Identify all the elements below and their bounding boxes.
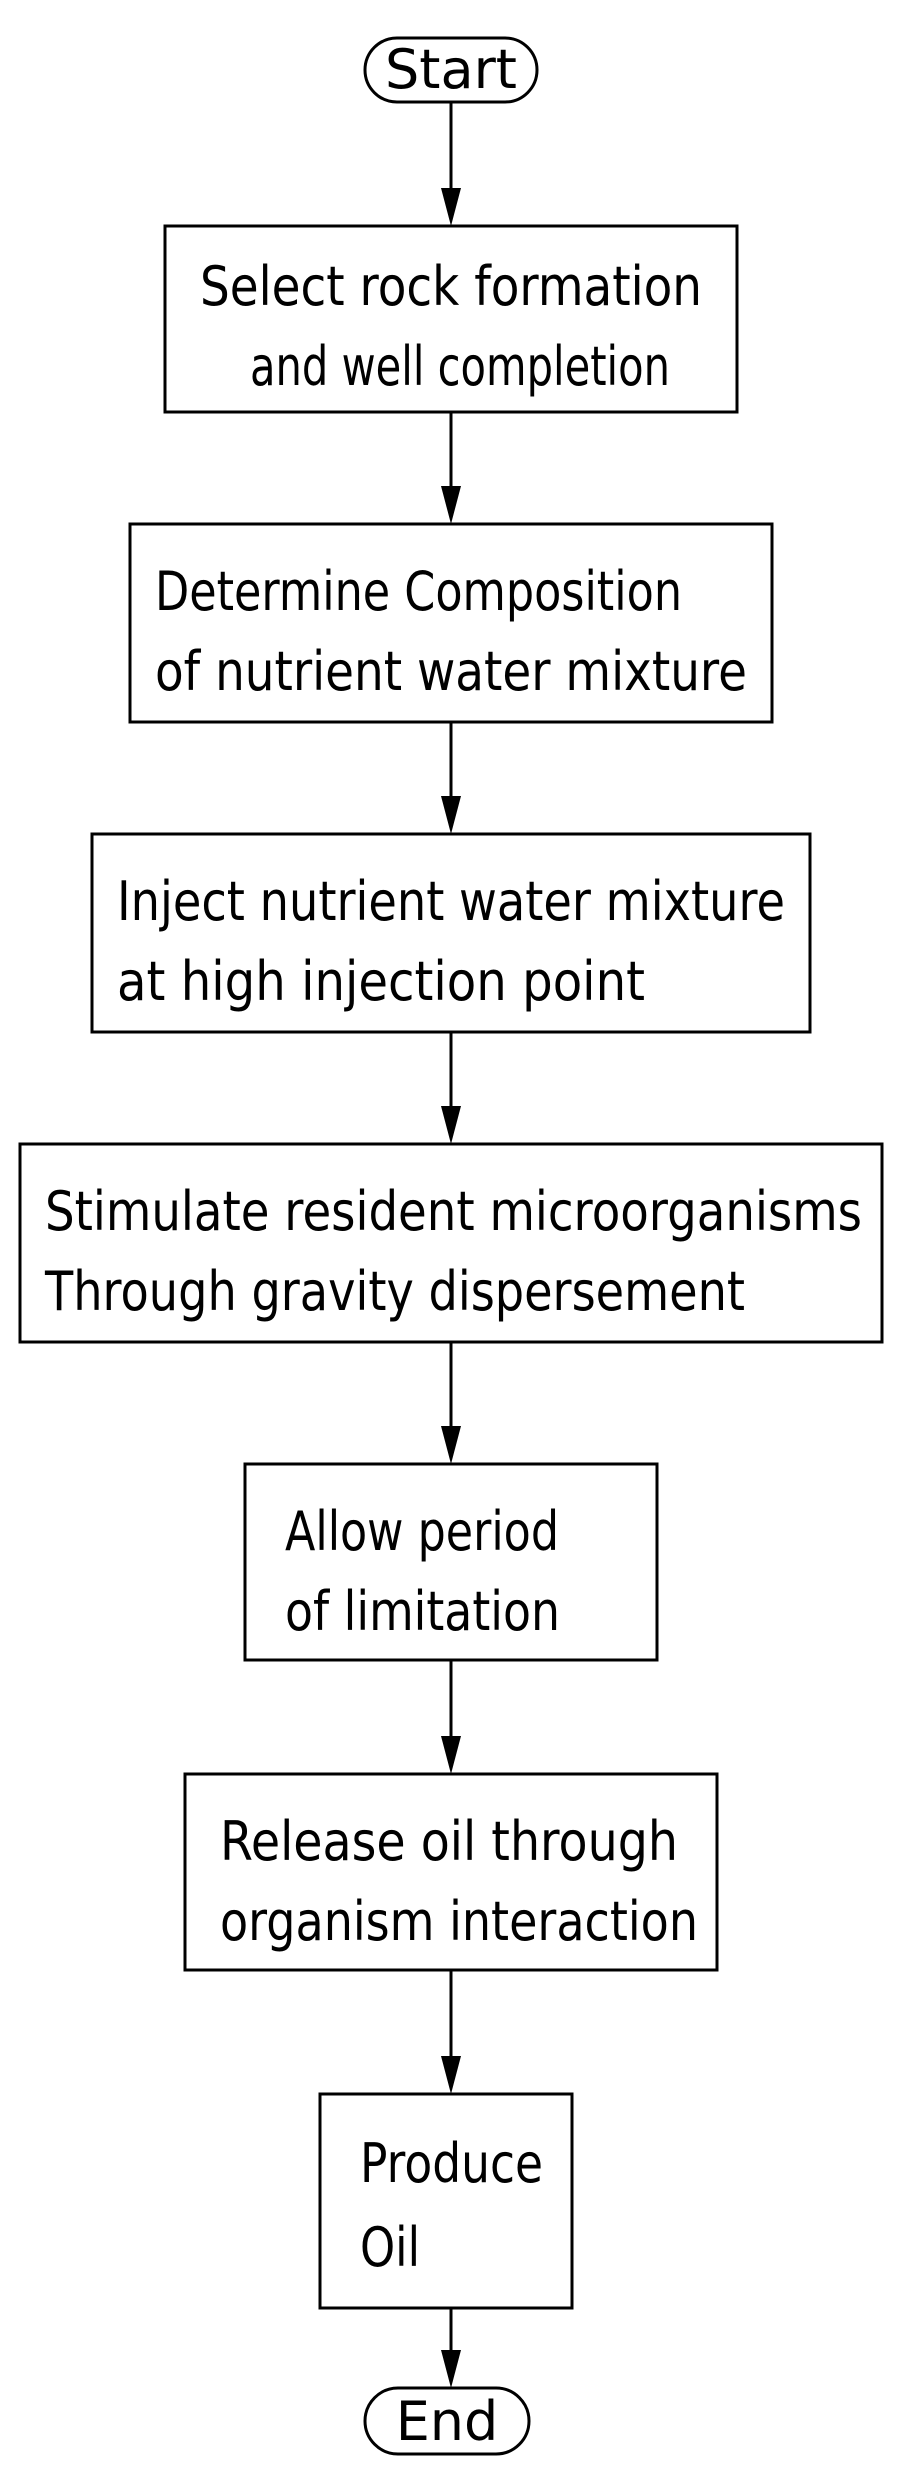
step-2-line-2: of nutrient water mixture bbox=[155, 640, 747, 703]
start-terminal: Start bbox=[365, 38, 537, 102]
arrowhead-step-1 bbox=[441, 188, 461, 226]
step-6-line-1: Release oil through bbox=[220, 1810, 678, 1873]
step-6-box: Release oil through organism interaction bbox=[185, 1774, 717, 1970]
step-3-line-1: Inject nutrient water mixture bbox=[117, 870, 785, 933]
arrowhead-step-5 bbox=[441, 1426, 461, 1464]
arrowhead-step-4 bbox=[441, 1106, 461, 1144]
step-7-line-2: Oil bbox=[360, 2216, 420, 2279]
end-label: End bbox=[396, 2390, 499, 2453]
step-6-line-2: organism interaction bbox=[220, 1890, 698, 1953]
arrowhead-step-6 bbox=[441, 1736, 461, 1774]
step-1-box: Select rock formation and well completio… bbox=[165, 226, 737, 412]
arrowhead-step-3 bbox=[441, 796, 461, 834]
arrowhead-step-2 bbox=[441, 486, 461, 524]
step-4-line-1: Stimulate resident microorganisms bbox=[45, 1180, 862, 1243]
step-3-line-2: at high injection point bbox=[117, 950, 645, 1013]
step-5-box: Allow period of limitation bbox=[245, 1464, 657, 1660]
step-2-line-1: Determine Composition bbox=[155, 560, 682, 623]
step-3-box: Inject nutrient water mixture at high in… bbox=[92, 834, 810, 1032]
arrowhead-end bbox=[441, 2350, 461, 2388]
step-7-line-1: Produce bbox=[360, 2132, 543, 2195]
start-label: Start bbox=[385, 38, 517, 101]
step-7-box: Produce Oil bbox=[320, 2094, 572, 2308]
step-1-line-1: Select rock formation bbox=[200, 255, 702, 318]
step-1-line-2: and well completion bbox=[250, 335, 670, 398]
step-5-line-2: of limitation bbox=[285, 1580, 560, 1643]
step-5-line-1: Allow period bbox=[285, 1500, 559, 1563]
arrowhead-step-7 bbox=[441, 2056, 461, 2094]
end-terminal: End bbox=[365, 2388, 529, 2454]
step-4-box: Stimulate resident microorganisms Throug… bbox=[20, 1144, 882, 1342]
step-4-line-2: Through gravity dispersement bbox=[44, 1260, 745, 1323]
step-2-box: Determine Composition of nutrient water … bbox=[130, 524, 772, 722]
